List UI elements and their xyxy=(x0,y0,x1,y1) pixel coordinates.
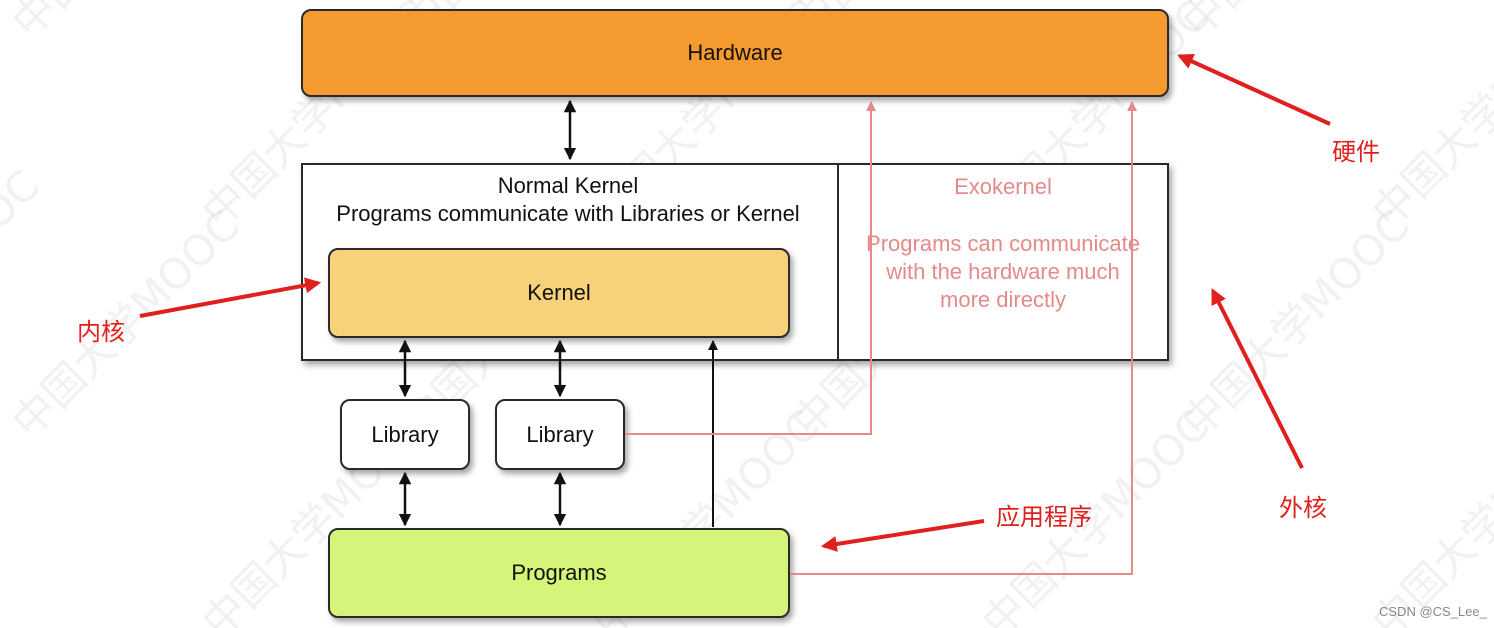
hardware-annotation: 硬件 xyxy=(1332,139,1380,166)
exokernel-annotation: 外核 xyxy=(1279,495,1327,522)
programs-annotation: 应用程序 xyxy=(996,504,1092,531)
normal-kernel-title: Normal Kernel xyxy=(497,173,639,198)
library-box: Library xyxy=(340,399,470,470)
watermark-credit: CSDN @CS_Lee_ xyxy=(1379,604,1487,619)
hardware-annotation-arrow xyxy=(1177,53,1331,126)
library-label: Library xyxy=(526,421,594,447)
programs-box: Programs xyxy=(328,528,790,618)
kernel-panel-divider xyxy=(837,163,839,361)
exokernel-title: Exokernel xyxy=(954,174,1052,199)
library-box: Library xyxy=(495,399,625,470)
normal-kernel-subtitle: Programs communicate with Libraries or K… xyxy=(336,201,800,226)
kernel-annotation-arrow xyxy=(139,277,322,318)
hardware-label: Hardware xyxy=(687,40,783,65)
kernel-box: Kernel xyxy=(328,248,790,338)
programs-hardware-connector xyxy=(790,101,1137,575)
programs-annotation-arrow xyxy=(820,519,985,552)
kernel-label: Kernel xyxy=(527,280,591,305)
hardware-box: Hardware xyxy=(301,9,1169,97)
exokernel-description: Programs can communicate with the hardwa… xyxy=(866,231,1140,312)
kernel-annotation: 内核 xyxy=(77,319,125,346)
library-hardware-connector xyxy=(625,101,876,435)
exokernel-annotation-arrow xyxy=(1211,288,1304,469)
programs-label: Programs xyxy=(511,560,607,585)
library-label: Library xyxy=(371,421,439,447)
normal-kernel-heading: Normal Kernel Programs communicate with … xyxy=(303,172,833,228)
